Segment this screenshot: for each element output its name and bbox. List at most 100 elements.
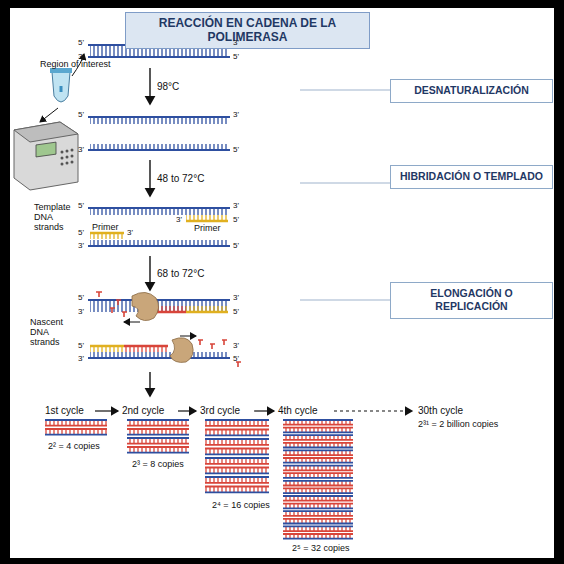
duplex-rungs	[283, 466, 353, 471]
duplex-rungs	[283, 443, 353, 448]
strand	[283, 434, 353, 436]
strand-end: 5'	[78, 342, 84, 351]
strand	[283, 485, 353, 487]
strand	[283, 495, 353, 497]
strand	[283, 477, 353, 479]
title-banner: REACCIÓN EN CADENA DE LA POLIMERASA	[125, 12, 370, 49]
duplex-rungs	[127, 447, 189, 453]
strand	[283, 447, 353, 449]
strand	[283, 469, 353, 471]
temperature: 68 to 72°C	[157, 268, 204, 279]
strand-end: 3'	[78, 355, 84, 364]
duplex-rungs	[283, 519, 353, 524]
strand-end: 5'	[233, 146, 239, 155]
duplex-rungs	[127, 438, 189, 444]
strand-end: 3'	[233, 111, 239, 120]
strand	[205, 491, 269, 493]
strand	[283, 424, 353, 426]
strand-end: 5'	[78, 229, 84, 238]
strand-end: 5'	[78, 294, 84, 303]
strand	[283, 427, 353, 429]
annotation: Primer	[194, 224, 221, 234]
strand	[283, 492, 353, 494]
duplex-rungs	[205, 449, 269, 455]
duplex-rungs	[205, 477, 269, 483]
duplex-rungs	[283, 534, 353, 539]
duplex-rungs	[283, 504, 353, 509]
duplex-rungs	[127, 420, 189, 426]
strand	[45, 425, 107, 427]
annotation: Nascent DNA strands	[30, 318, 74, 348]
strand-end: 3'	[127, 229, 133, 238]
step-box: ELONGACIÓN O REPLICACIÓN	[390, 282, 553, 319]
strand-end: 3'	[176, 216, 182, 225]
duplex-rungs	[205, 420, 269, 426]
strand-end: 3'	[233, 294, 239, 303]
strand	[127, 425, 189, 427]
step-label: ELONGACIÓN O REPLICACIÓN	[397, 287, 546, 313]
strand-end: 5'	[233, 242, 239, 251]
strand	[283, 449, 353, 451]
strand-end: 3'	[78, 242, 84, 251]
strand	[283, 503, 353, 505]
strand-end: 3'	[233, 342, 239, 351]
duplex-rungs	[205, 439, 269, 445]
annotation: 2³ = 8 copies	[132, 460, 184, 470]
strand	[283, 523, 353, 525]
thermocycler	[14, 122, 78, 190]
step-box: HIBRIDACIÓN O TEMPLADO	[390, 165, 553, 189]
cycle-label: 4th cycle	[278, 405, 317, 416]
strand	[283, 518, 353, 520]
strand	[283, 487, 353, 489]
strand	[205, 457, 269, 459]
duplex-rungs	[127, 429, 189, 435]
strand	[283, 480, 353, 482]
strand	[283, 462, 353, 464]
duplex-rungs	[283, 526, 353, 531]
nucleotides	[96, 292, 241, 367]
strand	[127, 437, 189, 439]
duplex-rungs	[283, 428, 353, 433]
strand-end: 5'	[233, 53, 239, 62]
strand	[205, 425, 269, 427]
step-box: DESNATURALIZACIÓN	[390, 79, 553, 103]
step-label: DESNATURALIZACIÓN	[397, 84, 546, 97]
strand	[283, 500, 353, 502]
annotation: 2⁴ = 16 copies	[212, 501, 270, 511]
strand	[283, 419, 353, 421]
duplex-rungs	[205, 430, 269, 436]
strand-end: 5'	[233, 308, 239, 317]
strand	[283, 465, 353, 467]
strand	[205, 453, 269, 455]
strand-end: 3'	[78, 308, 84, 317]
temperature: 48 to 72°C	[157, 173, 204, 184]
strand	[283, 472, 353, 474]
cycle-label: 30th cycle	[418, 405, 463, 416]
strand	[127, 419, 189, 421]
annotation: 2⁵ = 32 copies	[292, 544, 350, 554]
strand	[205, 419, 269, 421]
strand	[205, 476, 269, 478]
strand-end: 5'	[233, 216, 239, 225]
duplex-rungs	[283, 488, 353, 493]
strand-end: 5'	[78, 111, 84, 120]
strand	[205, 486, 269, 488]
strand	[127, 443, 189, 445]
annotation: Template DNA strands	[34, 203, 78, 233]
strand	[205, 472, 269, 474]
strand	[127, 434, 189, 436]
annotation: Primer	[92, 223, 119, 233]
strand	[127, 446, 189, 448]
strand	[283, 538, 353, 540]
temperature: 98°C	[157, 81, 179, 92]
strand	[127, 428, 189, 430]
strand	[283, 515, 353, 517]
strand	[205, 467, 269, 469]
strand	[205, 438, 269, 440]
strand-end: 3'	[78, 53, 84, 62]
duplex-rungs	[283, 435, 353, 440]
duplex-rungs	[205, 487, 269, 493]
strand	[283, 439, 353, 441]
strand-end: 5'	[78, 39, 84, 48]
strand	[127, 452, 189, 454]
